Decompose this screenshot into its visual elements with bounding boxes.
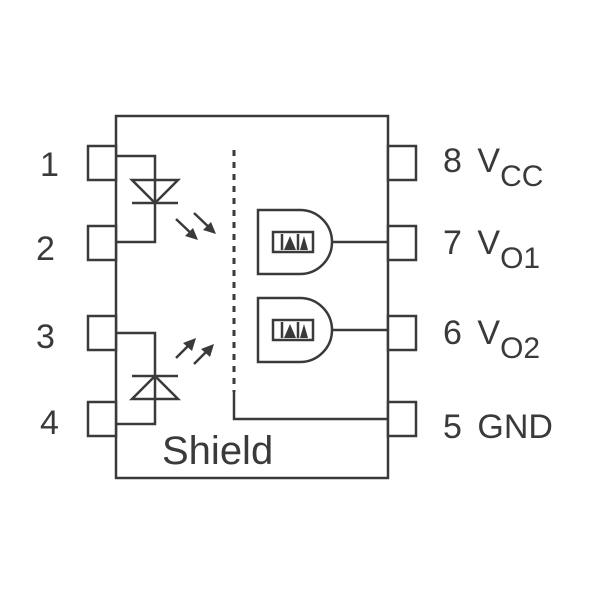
pin-7-pad: [386, 224, 418, 262]
pin-5-pad: [386, 400, 418, 438]
shield-ground-wire: [232, 392, 388, 421]
pin-4-number: 4: [40, 404, 59, 442]
pin-6-label: 6 VO2: [443, 314, 540, 365]
pin-6-pad: [386, 314, 418, 352]
pin-7-label: 7 VO1: [443, 224, 540, 275]
pin-4-pad: [86, 400, 118, 438]
led-diode-icon: [116, 331, 182, 426]
led-diode-icon: [116, 154, 182, 244]
pin-8-pad: [386, 144, 418, 182]
pin-2-pad: [86, 224, 118, 262]
light-emission-arrows-icon: [175, 212, 216, 240]
package-body: [114, 114, 390, 480]
pin-2-number: 2: [36, 230, 55, 268]
and-gate-icon: [256, 296, 388, 364]
and-gate-icon: [256, 208, 388, 276]
pin-3-pad: [86, 314, 118, 352]
pin-8-label: 8 VCC: [443, 142, 543, 193]
light-emission-arrows-icon: [175, 338, 214, 365]
pin-3-number: 3: [36, 318, 55, 356]
pin-1-number: 1: [40, 146, 59, 184]
pin-1-pad: [86, 144, 118, 182]
pin-5-label: 5 GND: [443, 408, 553, 446]
shield-label: Shield: [162, 429, 273, 473]
